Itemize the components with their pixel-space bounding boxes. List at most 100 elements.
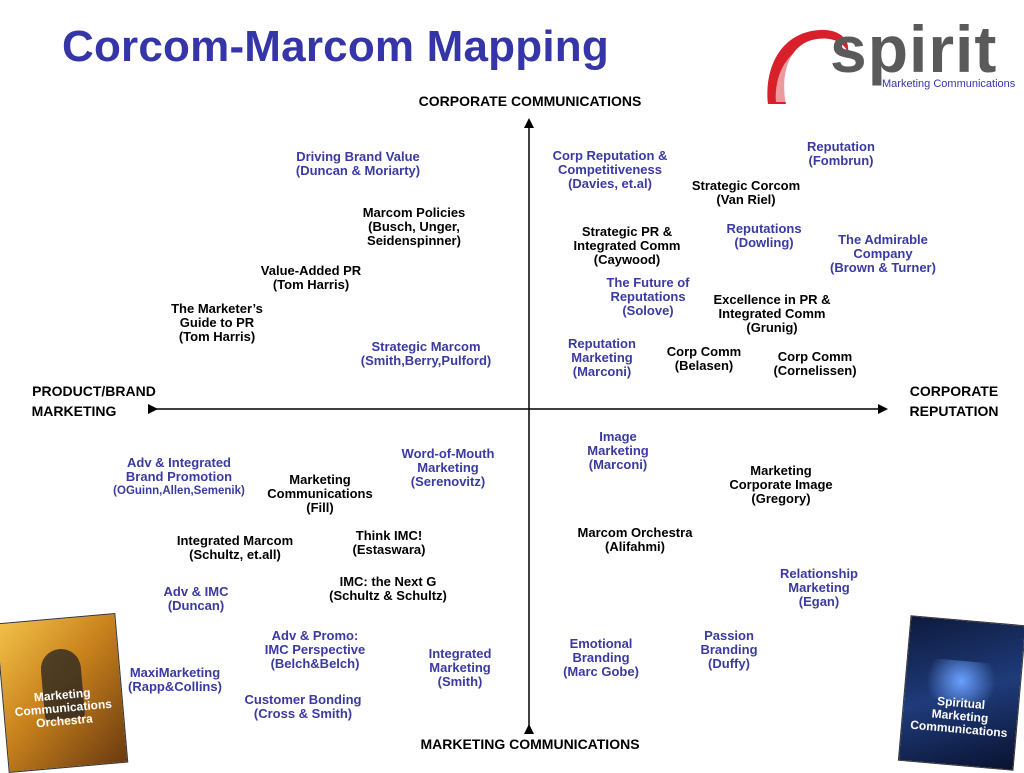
label-line: Adv & Promo: xyxy=(271,628,359,643)
axis-left-line-1: PRODUCT/BRAND xyxy=(32,383,156,399)
label-line: Adv & IMC xyxy=(163,584,229,599)
axis-label-top: CORPORATE COMMUNICATIONS xyxy=(418,93,642,109)
label-line: Integrated xyxy=(428,646,492,661)
label-line: (Duncan & Moriarty) xyxy=(295,163,421,178)
axis-label-bottom: MARKETING COMMUNICATIONS xyxy=(420,736,640,752)
label-line: Driving Brand Value xyxy=(296,149,420,164)
label-line: Reputation xyxy=(568,336,636,351)
label-adv-promo-imc: Adv & Promo:IMC Perspective(Belch&Belch) xyxy=(205,629,425,671)
label-line: (Cornelissen) xyxy=(773,363,857,378)
label-marcom-policies: Marcom Policies(Busch, Unger,Seidenspinn… xyxy=(304,206,524,248)
label-line: (OGuinn,Allen,Semenik) xyxy=(113,485,245,497)
label-line: (Brown & Turner) xyxy=(830,260,936,275)
label-strategic-corcom: Strategic Corcom(Van Riel) xyxy=(636,179,856,207)
label-integrated-marcom: Integrated Marcom(Schultz, et.all) xyxy=(125,534,345,562)
label-line: Marcom Orchestra xyxy=(577,525,693,540)
axis-right-line-2: REPUTATION xyxy=(909,403,999,419)
label-line: (Cross & Smith) xyxy=(253,706,353,721)
label-line: (Tom Harris) xyxy=(272,277,350,292)
label-line: The Admirable xyxy=(838,232,928,247)
label-line: Competitiveness xyxy=(557,162,663,177)
label-line: Reputation xyxy=(807,139,875,154)
label-line: (Schultz & Schultz) xyxy=(329,588,447,603)
label-reputations-dowling: Reputations(Dowling) xyxy=(654,222,874,250)
label-adv-imc: Adv & IMC(Duncan) xyxy=(86,585,306,613)
label-line: Corp Comm xyxy=(777,349,853,364)
label-marcom-orchestra: Marcom Orchestra(Alifahmi) xyxy=(525,526,745,554)
label-line: (Rapp&Collins) xyxy=(128,679,222,694)
label-line: (Marc Gobe) xyxy=(563,664,639,679)
label-line: (Davies, et.al) xyxy=(568,176,652,191)
label-strategic-pr: Strategic PR &Integrated Comm(Caywood) xyxy=(517,225,737,267)
label-line: (Duncan) xyxy=(167,598,225,613)
label-line: Marketing xyxy=(429,660,491,675)
label-line: Customer Bonding xyxy=(244,692,362,707)
label-line: IMC Perspective xyxy=(264,642,366,657)
label-think-imc: Think IMC!(Estaswara) xyxy=(279,529,499,557)
page-title: Corcom-Marcom Mapping xyxy=(62,22,609,71)
label-line: (Belch&Belch) xyxy=(270,656,360,671)
label-line: Marketing xyxy=(750,463,812,478)
label-line: Integrated Marcom xyxy=(176,533,294,548)
label-imc-next-g: IMC: the Next G(Schultz & Schultz) xyxy=(278,575,498,603)
label-line: (Serenovitz) xyxy=(410,474,486,489)
label-line: (Alifahmi) xyxy=(605,539,665,554)
label-line: Marketing xyxy=(417,460,479,475)
label-line: Branding xyxy=(700,642,758,657)
logo-subtitle: Marketing Communications xyxy=(882,78,1016,90)
axis-label-left: PRODUCT/BRAND MARKETING xyxy=(10,381,178,421)
label-line: Marketing xyxy=(587,443,649,458)
label-line: Adv & Integrated xyxy=(126,455,231,470)
label-line: Excellence in PR & xyxy=(713,292,831,307)
label-line: Marketing xyxy=(571,350,633,365)
book-right-title: Spiritual Marketing Communications xyxy=(909,693,1008,741)
label-line: Seidenspinner) xyxy=(367,233,461,248)
label-line: (Marconi) xyxy=(588,457,648,472)
axis-left-line-2: MARKETING xyxy=(31,403,117,419)
label-line: Strategic Corcom xyxy=(691,178,801,193)
label-line: Strategic Marcom xyxy=(371,339,481,354)
label-line: Relationship xyxy=(779,566,858,581)
label-line: (Van Riel) xyxy=(716,192,776,207)
label-line: Corporate Image xyxy=(729,477,833,492)
logo-word: spirit xyxy=(830,12,998,86)
label-line: Corp Comm xyxy=(666,344,742,359)
label-line: (Egan) xyxy=(798,594,840,609)
axis-label-right: CORPORATE REPUTATION xyxy=(895,381,1013,421)
label-line: The Future of xyxy=(606,275,690,290)
label-reputation-fombrun: Reputation(Fombrun) xyxy=(731,140,951,168)
book-left-title: Marketing Communications Orchestra xyxy=(14,685,113,731)
label-value-added-pr: Value-Added PR(Tom Harris) xyxy=(201,264,421,292)
label-line: Marketing xyxy=(289,472,351,487)
label-line: (Grunig) xyxy=(746,320,798,335)
spirit-logo: spirit Marketing Communications xyxy=(762,12,1015,108)
label-line: Reputations xyxy=(726,221,802,236)
label-line: (Estaswara) xyxy=(352,542,426,557)
label-driving-brand-value: Driving Brand Value(Duncan & Moriarty) xyxy=(248,150,468,178)
label-line: Guide to PR xyxy=(179,315,255,330)
label-line: IMC: the Next G xyxy=(339,574,437,589)
label-line: Word-of-Mouth xyxy=(401,446,495,461)
label-line: Communications xyxy=(267,486,373,501)
label-line: (Schultz, et.all) xyxy=(189,547,281,562)
label-line: Marketing xyxy=(788,580,850,595)
label-line: (Duffy) xyxy=(708,656,750,671)
label-excellence-in-pr: Excellence in PR &Integrated Comm(Grunig… xyxy=(662,293,882,335)
label-line: Integrated Comm xyxy=(573,238,681,253)
label-line: (Fill) xyxy=(306,500,334,515)
book-cover-left: Marketing Communications Orchestra xyxy=(0,613,129,773)
label-line: (Belasen) xyxy=(674,358,734,373)
label-line: (Smith,Berry,Pulford) xyxy=(360,353,492,368)
label-line: Company xyxy=(853,246,913,261)
logo-swoosh-icon xyxy=(767,29,849,105)
